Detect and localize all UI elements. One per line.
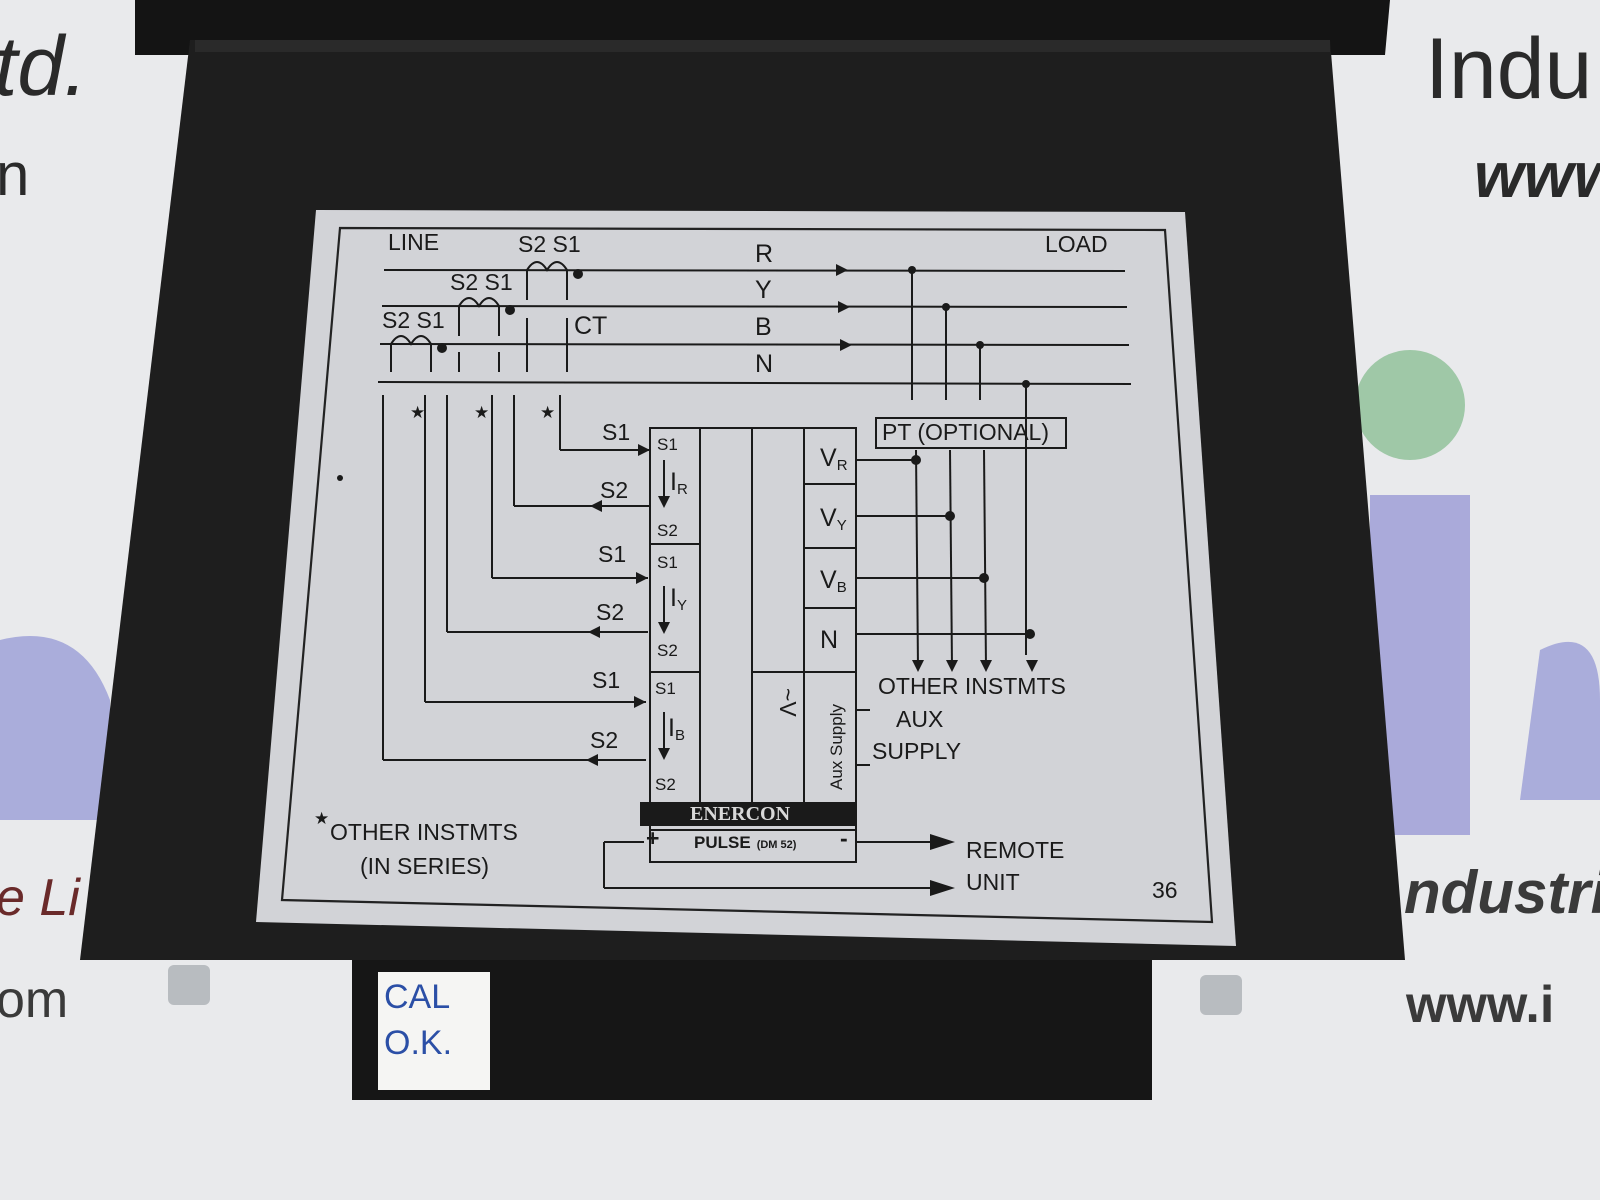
voltage-vb-label: VB [820,566,847,596]
wire-s1-label: S1 [598,541,626,567]
mounting-screw [168,965,210,1005]
wire-s2-label: S2 [590,727,618,753]
housing-edge [195,40,1330,52]
footnote-line1: OTHER INSTMTS [330,819,518,845]
watermark-shape [0,636,110,820]
ct-label: CT [574,312,607,340]
watermark-text: om [0,971,69,1029]
pulse-plus-label: + [646,825,659,851]
enercon-logo: ENERCON [690,803,791,825]
supply-label: SUPPLY [872,738,961,764]
star-marker: ★ [540,403,555,422]
star-marker: ★ [474,403,489,422]
calibration-sticker: CAL O.K. [378,972,490,1090]
current-ib-symbol: IB [668,714,685,744]
footnote-star: ★ [314,809,329,828]
watermark-text: n [0,141,30,208]
voltage-n-label: N [820,626,838,654]
wire-s1-label: S1 [602,419,630,445]
sticker-line1: CAL [384,978,451,1016]
wiring-lines [377,261,1132,889]
watermark-text: www.i [1406,976,1555,1034]
load-label: LOAD [1045,231,1108,257]
mounting-screw [1200,975,1242,1015]
aux-supply-vertical-label: Aux Supply [827,704,846,790]
terminal-s2: S2 [657,521,678,540]
phase-n-label: N [755,350,773,378]
wire-s1-label: S1 [592,667,620,693]
terminal-s2: S2 [655,775,676,794]
voltage-vy-label: VY [820,504,847,534]
watermark-text: Indu [1425,21,1593,117]
pt-optional-label: PT (OPTIONAL) [882,419,1049,445]
watermark-globe [1355,350,1465,460]
aux-label: AUX [896,706,943,732]
terminal-s2: S2 [657,641,678,660]
tilde-v-label: ~V [775,688,801,717]
wire-s2-label: S2 [600,477,628,503]
ct-terminal-label: S2 S1 [382,307,445,333]
wire-s2-label: S2 [596,599,624,625]
current-ir-symbol: IR [670,468,688,498]
watermark-text: ndustri [1404,859,1600,926]
watermark-shape [1520,641,1600,800]
watermark-text: td. [0,19,88,113]
phase-b-label: B [755,313,772,341]
wiring-label-plate [256,210,1236,946]
other-instmts-label: OTHER INSTMTS [878,673,1066,699]
unit-label: UNIT [966,869,1020,895]
phase-y-label: Y [755,276,772,304]
ct-terminal-label: S2 S1 [450,269,513,295]
remote-label: REMOTE [966,837,1064,863]
watermark-text: www [1474,139,1600,211]
phase-r-label: R [755,240,773,268]
sticker-line2: O.K. [384,1024,453,1062]
terminal-s1: S1 [657,435,678,454]
label-number: 36 [1152,877,1178,903]
label-border [280,226,1214,924]
footnote-line2: (IN SERIES) [360,853,489,879]
watermark-text: e Li [0,869,80,927]
terminal-s1: S1 [657,553,678,572]
pulse-minus-label: - [840,825,848,851]
terminal-s1: S1 [655,679,676,698]
star-marker: ★ [410,403,425,422]
line-label: LINE [388,229,439,255]
ct-terminal-label: S2 S1 [518,231,581,257]
current-iy-symbol: IY [670,584,687,614]
arrowheads [337,264,1038,896]
pulse-label: PULSE(DM 52) [694,833,797,852]
voltage-vr-label: VR [820,444,848,474]
